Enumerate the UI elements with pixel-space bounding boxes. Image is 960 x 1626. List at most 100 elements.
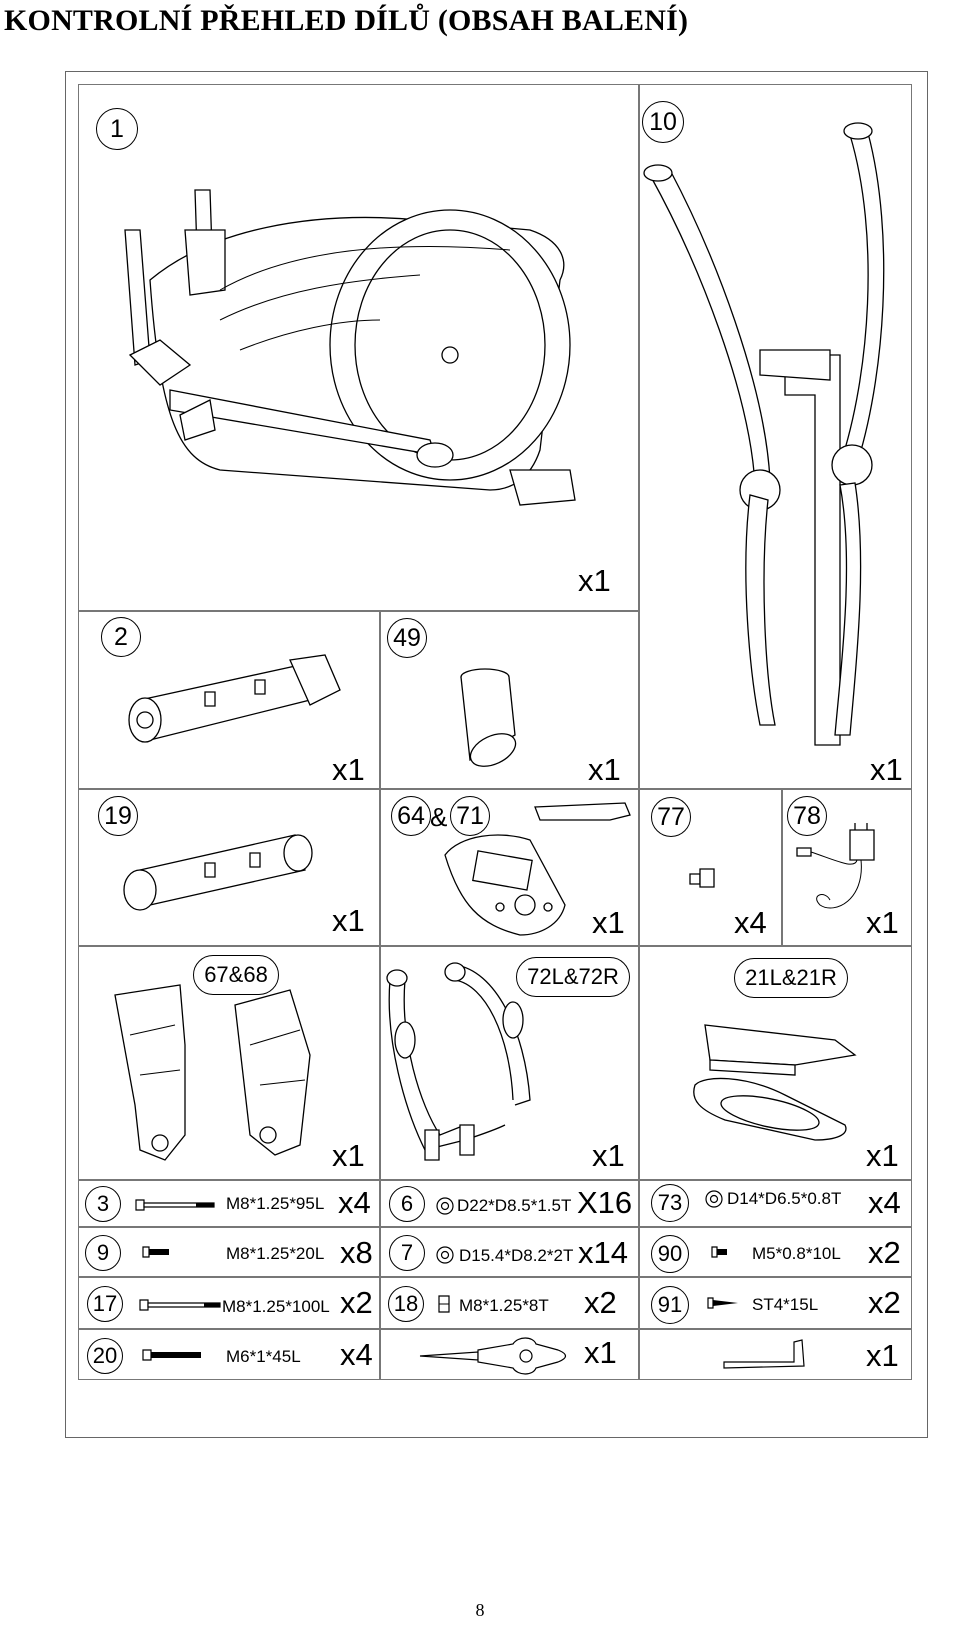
hardware-spec-3: M8*1.25*95L — [226, 1194, 325, 1213]
part-label-72L-72R: 72L&72R — [516, 957, 630, 997]
hardware-qty-20: x4 — [340, 1337, 373, 1372]
part-number-10: 10 — [642, 101, 684, 143]
side-covers-drawing — [110, 985, 330, 1170]
part-number-78: 78 — [787, 796, 827, 836]
hardware-spec-17: M8*1.25*100L — [222, 1297, 330, 1316]
hardware-cell-6 — [380, 1180, 639, 1227]
hardware-qty-9: x8 — [340, 1235, 373, 1270]
part-number-2: 2 — [101, 617, 141, 657]
part-number-64: 64 — [391, 796, 431, 836]
hardware-cell-wrench — [380, 1329, 639, 1380]
hardware-spec-6: D22*D8.5*1.5T — [457, 1196, 572, 1215]
pedal-arms-drawing — [385, 950, 535, 1170]
part-qty-67-68: x1 — [332, 1138, 365, 1173]
hardware-number-7: 7 — [389, 1235, 425, 1271]
part-qty-72: x1 — [592, 1138, 625, 1173]
hardware-spec-18: M8*1.25*8T — [459, 1296, 549, 1315]
front-stabilizer-drawing — [120, 650, 350, 750]
part-cell-1 — [78, 84, 639, 611]
seat-post-cover-drawing — [455, 665, 525, 775]
hardware-qty-90: x2 — [868, 1235, 901, 1270]
part-cell-77 — [639, 789, 782, 946]
hardware-qty-3: x4 — [338, 1185, 371, 1220]
elliptical-frame-drawing — [90, 170, 630, 540]
console-drawing — [440, 795, 635, 945]
hardware-qty-7: x14 — [578, 1235, 628, 1270]
foot-pedals-drawing — [685, 1015, 865, 1155]
self-tapping-screw-icon — [708, 1297, 738, 1309]
hardware-cell-allen-key — [639, 1329, 912, 1380]
hardware-cell-17 — [78, 1277, 380, 1329]
part-number-1: 1 — [96, 108, 138, 150]
hardware-qty-17: x2 — [340, 1285, 373, 1320]
hardware-number-20: 20 — [87, 1338, 123, 1374]
hardware-number-9: 9 — [85, 1235, 121, 1271]
hardware-spec-9: M8*1.25*20L — [226, 1244, 325, 1263]
washer-icon — [705, 1190, 723, 1208]
nut-icon — [438, 1295, 450, 1313]
part-qty-2: x1 — [332, 752, 365, 787]
adapter-drawing — [795, 820, 905, 925]
hardware-cell-20 — [78, 1329, 380, 1380]
part-cell-67-68 — [78, 946, 380, 1180]
part-cell-2 — [78, 611, 380, 789]
part-ampersand: & — [430, 802, 448, 832]
part-cell-19 — [78, 789, 380, 946]
hardware-qty-wrench: x1 — [584, 1335, 617, 1370]
washer-icon — [436, 1197, 454, 1215]
hardware-qty-6: X16 — [577, 1185, 633, 1220]
hardware-qty-allen-key: x1 — [866, 1338, 899, 1373]
hardware-cell-90 — [639, 1227, 912, 1277]
rear-stabilizer-drawing — [115, 825, 325, 915]
part-cell-10 — [639, 84, 912, 789]
hardware-cell-91 — [639, 1277, 912, 1329]
hardware-number-18: 18 — [388, 1286, 424, 1322]
hardware-cell-9 — [78, 1227, 380, 1277]
part-qty-10: x1 — [870, 752, 903, 787]
bolt-icon — [143, 1245, 169, 1259]
washer-icon — [436, 1246, 454, 1264]
hardware-cell-18 — [380, 1277, 639, 1329]
end-cap-drawing — [688, 866, 718, 891]
hardware-number-3: 3 — [85, 1186, 121, 1222]
part-cell-64-71 — [380, 789, 639, 946]
hardware-number-73: 73 — [651, 1184, 689, 1222]
hardware-qty-18: x2 — [584, 1285, 617, 1320]
part-qty-1: x1 — [578, 563, 611, 598]
allen-key-icon — [722, 1338, 812, 1370]
page-title: KONTROLNÍ PŘEHLED DÍLŮ (OBSAH BALENÍ) — [4, 4, 689, 37]
part-cell-72 — [380, 946, 639, 1180]
hardware-number-6: 6 — [389, 1186, 425, 1222]
part-number-71: 71 — [450, 796, 490, 836]
hardware-number-91: 91 — [651, 1286, 689, 1324]
bolt-icon — [140, 1298, 222, 1312]
part-qty-49: x1 — [588, 752, 621, 787]
part-cell-21 — [639, 946, 912, 1180]
parts-checklist-frame — [65, 71, 928, 1438]
part-qty-77: x4 — [734, 905, 767, 940]
part-qty-78: x1 — [866, 905, 899, 940]
part-cell-78 — [782, 789, 912, 946]
handlebar-upright-drawing — [640, 115, 910, 775]
part-number-49: 49 — [387, 618, 427, 658]
part-label-67-68: 67&68 — [193, 955, 279, 995]
hardware-cell-73 — [639, 1180, 912, 1227]
part-number-77: 77 — [651, 797, 691, 837]
hardware-spec-73: D14*D6.5*0.8T — [727, 1189, 842, 1208]
hardware-number-90: 90 — [651, 1235, 689, 1273]
bolt-icon — [143, 1348, 201, 1362]
hardware-spec-90: M5*0.8*10L — [752, 1244, 841, 1263]
screw-icon — [712, 1245, 727, 1259]
bolt-icon — [136, 1198, 216, 1212]
part-number-19: 19 — [98, 796, 138, 836]
hardware-cell-3 — [78, 1180, 380, 1227]
hardware-spec-20: M6*1*45L — [226, 1347, 301, 1366]
hardware-cell-7 — [380, 1227, 639, 1277]
part-qty-64-71: x1 — [592, 905, 625, 940]
part-cell-49 — [380, 611, 639, 789]
hardware-qty-73: x4 — [868, 1185, 901, 1220]
hardware-spec-7: D15.4*D8.2*2T — [459, 1246, 574, 1265]
page-number: 8 — [475, 1600, 485, 1620]
part-qty-21: x1 — [866, 1138, 899, 1173]
part-label-21L-21R: 21L&21R — [734, 958, 848, 998]
